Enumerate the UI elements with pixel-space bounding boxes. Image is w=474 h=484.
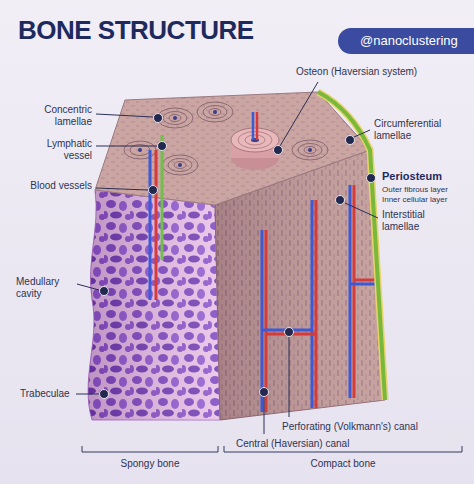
- callout-dot: [100, 287, 109, 296]
- part-label: Outer fibrous layer: [382, 185, 448, 195]
- part-label: Lymphatic vessel: [30, 138, 92, 162]
- title: BONE STRUCTURE: [18, 15, 254, 46]
- part-label: Trabeculae: [20, 388, 70, 400]
- osteon-ring: [238, 132, 272, 149]
- vein: [311, 200, 314, 408]
- callout-dot: [274, 146, 283, 155]
- leader-line: [96, 146, 157, 147]
- canal-dot: [138, 148, 142, 152]
- leader-line: [77, 284, 99, 290]
- artery: [353, 185, 356, 398]
- vein: [149, 150, 152, 300]
- bone-top-face: [95, 92, 370, 205]
- osteon-ring: [169, 115, 181, 122]
- artery: [256, 112, 259, 140]
- callout-dot: [158, 142, 167, 151]
- vein: [349, 185, 352, 398]
- leader-line: [289, 337, 290, 417]
- osteon-ring: [168, 159, 192, 172]
- artery: [265, 230, 268, 412]
- leader-line: [76, 394, 99, 395]
- callout-dot: [154, 114, 163, 123]
- osteon-ring: [162, 155, 198, 175]
- leader-line: [96, 188, 148, 190]
- leader-line: [96, 114, 153, 117]
- canal-dots: [138, 110, 312, 167]
- part-label: Blood vessels: [30, 180, 92, 192]
- callout-dots: [100, 114, 376, 399]
- osteon-ring: [163, 112, 187, 125]
- osteon-ring: [209, 109, 221, 116]
- lymphatic-vessel: [161, 135, 164, 260]
- leader-line: [280, 82, 318, 146]
- spongy-bone: [88, 190, 220, 420]
- part-label: Osteon (Haversian system): [296, 66, 417, 78]
- vein: [261, 230, 264, 412]
- leader-line: [354, 130, 370, 137]
- cylinder-top: [231, 128, 279, 152]
- osteon-ring: [304, 147, 316, 154]
- callout-dot: [336, 196, 345, 205]
- vessels-left: [150, 135, 162, 300]
- osteon-ring: [298, 144, 322, 157]
- bracket: [82, 446, 218, 452]
- osteon-ring: [197, 102, 233, 122]
- callout-dot: [100, 390, 109, 399]
- handle-badge: @nanoclustering: [338, 28, 474, 54]
- callout-dot: [346, 136, 355, 145]
- part-label: Medullary cavity: [16, 276, 74, 300]
- part-label: Periosteum: [382, 170, 442, 183]
- leader-line: [264, 397, 265, 434]
- canal-dot: [173, 116, 177, 120]
- vein: [252, 112, 255, 140]
- badge-text: @nanoclustering: [338, 28, 474, 54]
- artery: [354, 279, 376, 282]
- canal-dot: [178, 163, 182, 167]
- part-label: Perforating (Volkmann's) canal: [282, 421, 418, 433]
- bracket-label: Spongy bone: [90, 458, 210, 470]
- part-label: Central (Haversian) canal: [236, 438, 349, 450]
- spongy-shade: [88, 190, 220, 420]
- artery: [315, 200, 318, 408]
- callout-dot: [149, 186, 158, 195]
- leader-line: [345, 203, 378, 218]
- vein: [350, 283, 377, 286]
- osteon-ring: [174, 162, 186, 169]
- canal-dot: [213, 110, 217, 114]
- part-label: Concentric lamellae: [30, 104, 92, 128]
- callout-dot: [367, 174, 376, 183]
- leader-lines: [76, 82, 378, 434]
- osteon-ring: [245, 135, 265, 145]
- callout-dot: [260, 388, 269, 397]
- part-label: Circumferential lamellae: [374, 118, 454, 142]
- artery: [155, 150, 158, 300]
- part-label: Interstitial lamellae: [382, 209, 452, 233]
- osteon-ring: [292, 140, 328, 160]
- canal-dot: [308, 148, 312, 152]
- vessels-compact: [262, 185, 377, 412]
- osteon-ring: [203, 106, 227, 119]
- callout-dot: [285, 328, 294, 337]
- osteon-cylinder: [231, 112, 279, 170]
- bracket-label: Compact bone: [283, 458, 403, 470]
- part-label: Inner cellular layer: [382, 195, 447, 205]
